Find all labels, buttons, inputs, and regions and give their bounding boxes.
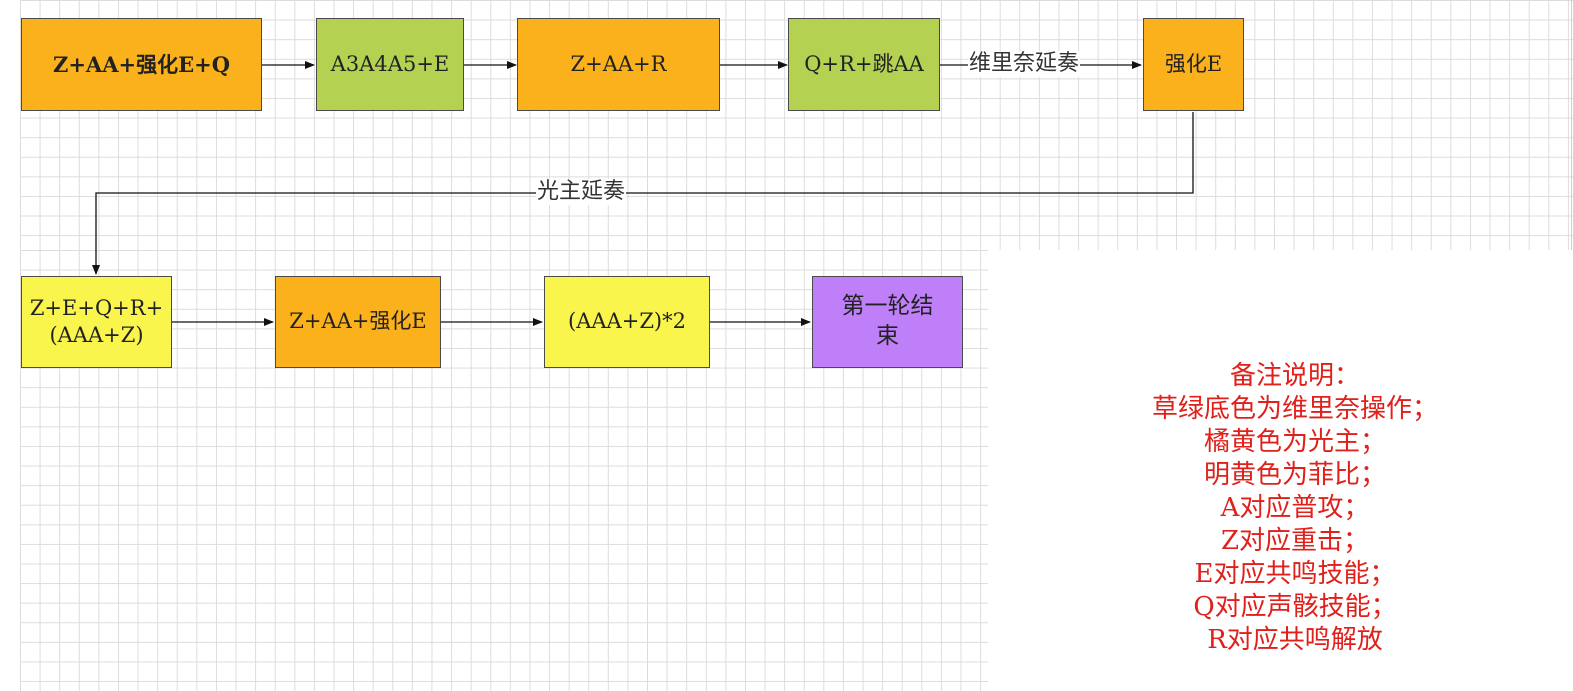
notes-block: 备注说明： 草绿底色为维里奈操作； 橘黄色为光主； 明黄色为菲比； A对应普攻；…	[1100, 360, 1490, 657]
step-7-box[interactable]: Z+AA+强化E	[275, 276, 441, 368]
notes-title: 备注说明：	[1229, 361, 1360, 391]
note-line: Q对应声骸技能；	[1193, 592, 1397, 622]
step-6-box[interactable]: Z+E+Q+R+ (AAA+Z)	[21, 276, 172, 368]
edge-label-vilinai: 维里奈延奏	[968, 51, 1081, 77]
step-3-box[interactable]: Z+AA+R	[517, 18, 720, 111]
note-line: 橘黄色为光主；	[1203, 427, 1386, 457]
step-4-box[interactable]: Q+R+跳AA	[788, 18, 940, 111]
note-line: 草绿底色为维里奈操作；	[1151, 394, 1438, 424]
note-line: E对应共鸣技能；	[1194, 559, 1396, 589]
step-2-box[interactable]: A3A4A5+E	[316, 18, 464, 111]
note-line: R对应共鸣解放	[1207, 625, 1383, 655]
step-5-box[interactable]: 强化E	[1143, 18, 1244, 111]
note-line: 明黄色为菲比；	[1203, 460, 1386, 490]
step-1-box[interactable]: Z+AA+强化E+Q	[21, 18, 262, 111]
note-line: Z对应重击；	[1220, 526, 1370, 556]
note-line: A对应普攻；	[1220, 493, 1370, 523]
arrow-5-6	[92, 112, 1194, 275]
edge-label-guangzhu: 光主延奏	[536, 179, 627, 205]
round-end-box[interactable]: 第一轮结 束	[812, 276, 963, 368]
step-8-box[interactable]: (AAA+Z)*2	[544, 276, 710, 368]
